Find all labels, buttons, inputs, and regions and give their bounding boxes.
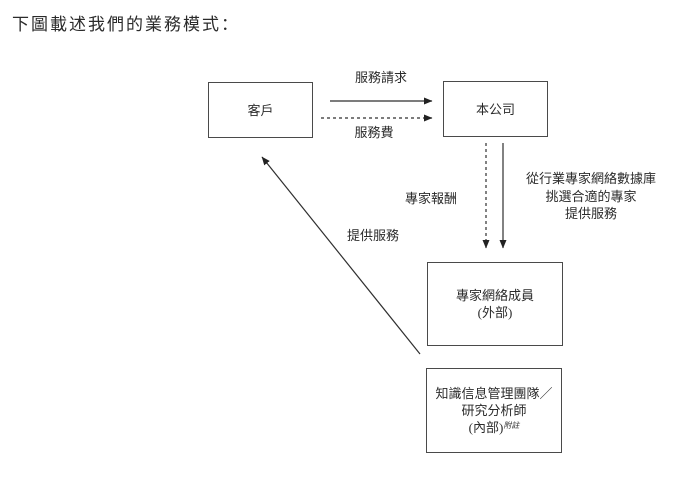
node-expert-network: 專家網絡成員 (外部) [427,262,563,346]
select-experts-line3: 提供服務 [564,206,618,221]
edge-label-expert-remuneration: 專家報酬 [404,191,458,206]
select-experts-line1: 從行業專家網絡數據庫 [525,171,657,186]
node-expert-network-label: 專家網絡成員 (外部) [456,287,534,321]
node-customer-label: 客戶 [247,102,274,118]
node-internal-team: 知識信息管理團隊／ 研究分析師 (內部)附註 [426,368,562,453]
edge-label-service-request: 服務請求 [354,70,408,85]
arrow-provide-services [261,156,421,355]
expert-network-line1: 專家網絡成員 [455,288,534,303]
edge-label-provide-services: 提供服務 [346,228,400,243]
select-experts-line2: 挑選合適的專家 [545,188,637,204]
node-internal-team-label: 知識信息管理團隊／ 研究分析師 (內部)附註 [435,385,552,436]
node-customer: 客戶 [208,82,313,138]
internal-team-line2: 研究分析師 [461,403,527,418]
page-title: 下圖載述我們的業務模式： [12,15,240,34]
internal-team-line1: 知識信息管理團隊／ [435,386,553,401]
edge-label-select-experts: 從行業專家網絡數據庫 挑選合適的專家 提供服務 [526,170,656,223]
expert-network-line2: (外部) [477,305,513,320]
edge-label-service-fee: 服務費 [354,125,394,140]
internal-team-line3: (內部) [468,420,504,435]
node-company-label: 本公司 [475,101,515,117]
footnote-marker: 附註 [503,421,520,430]
node-company: 本公司 [443,81,548,137]
